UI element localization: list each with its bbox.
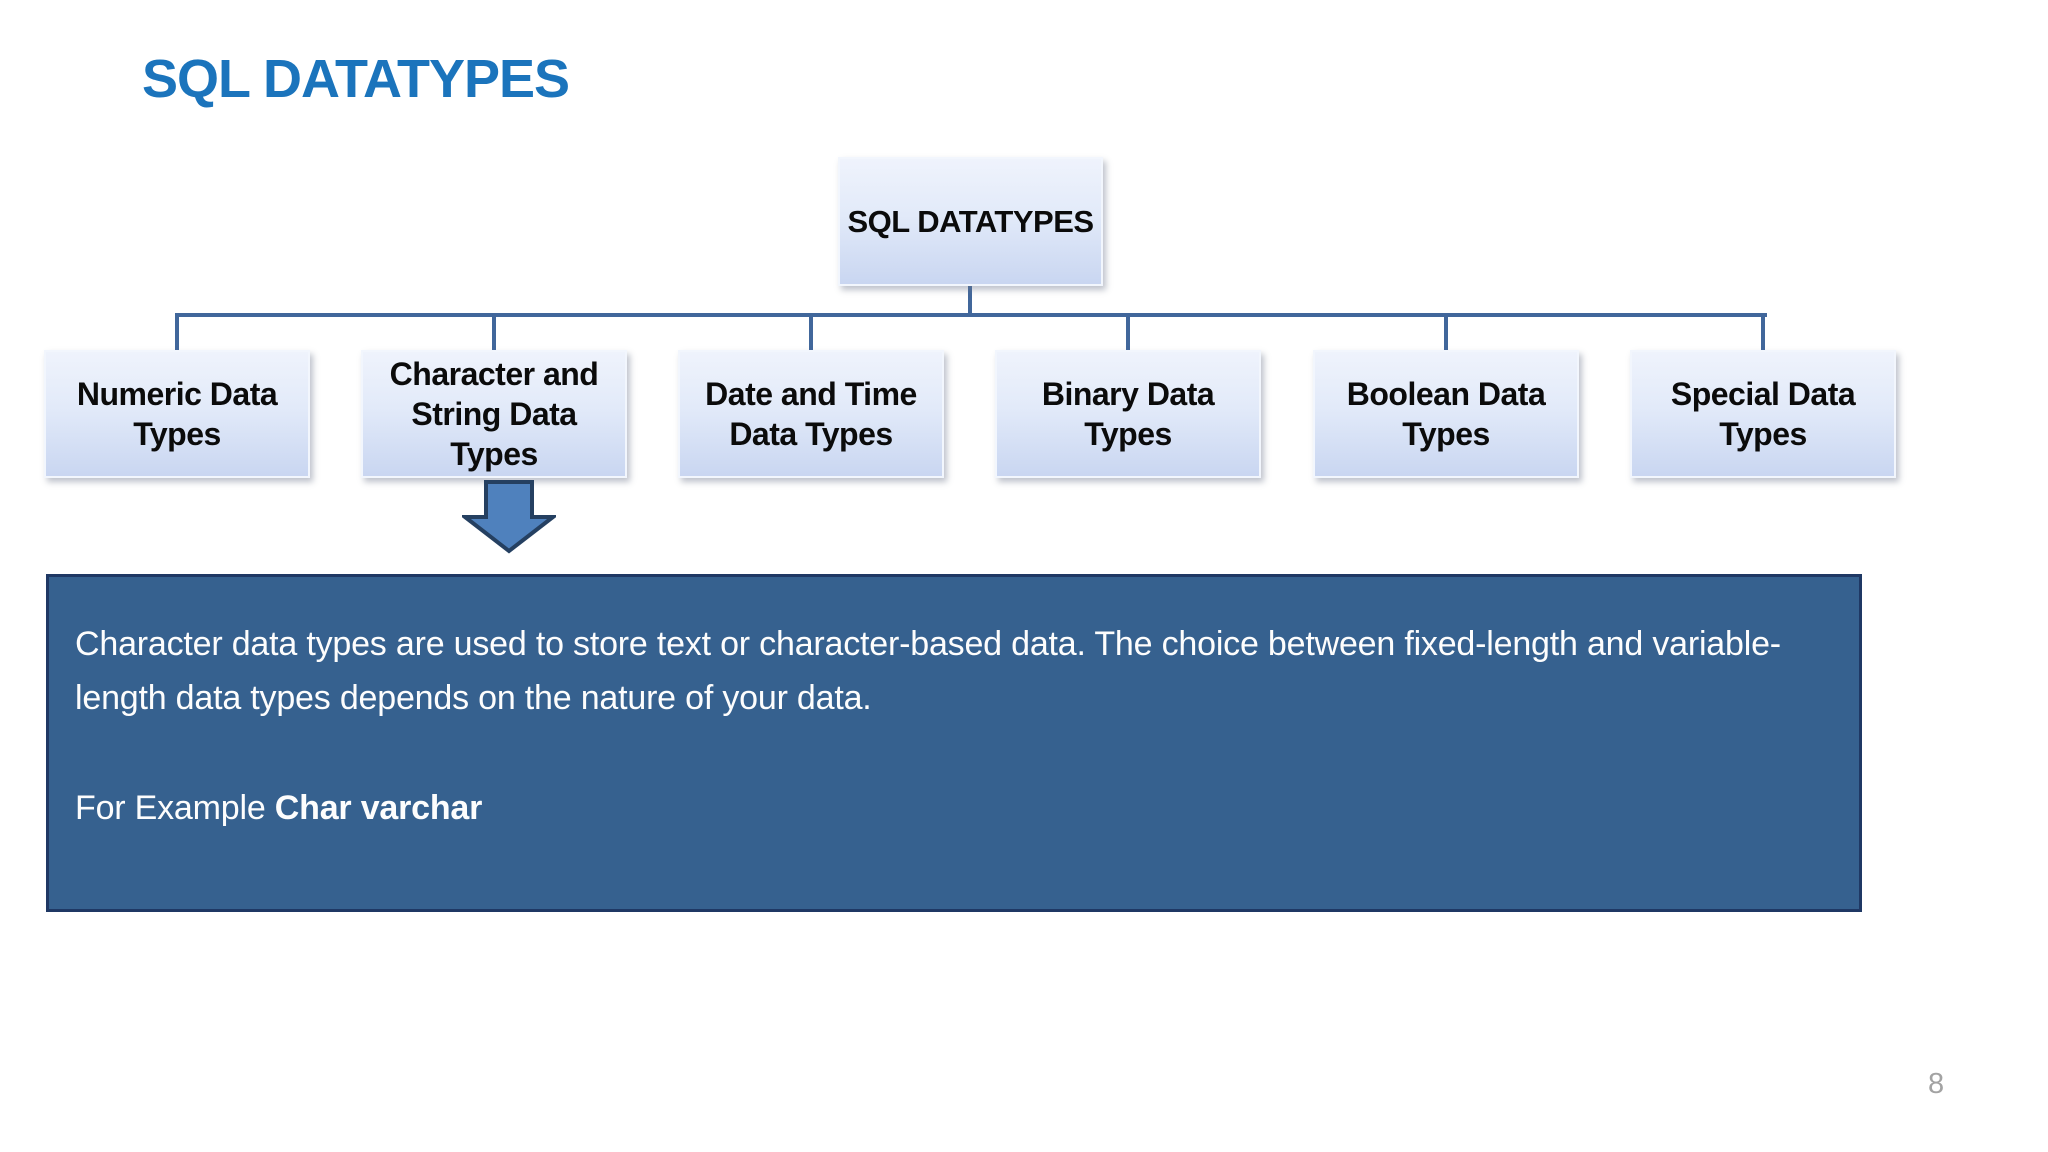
down-arrow-icon	[462, 480, 556, 554]
node-label: Character and String Data Types	[389, 356, 599, 472]
callout-example-bold: Char varchar	[274, 789, 483, 827]
connector-trunk	[968, 286, 972, 316]
node-label: Special Data Types	[1670, 376, 1856, 452]
root-node-label: SQL DATATYPES	[847, 203, 1094, 239]
connector-drop	[1126, 313, 1130, 352]
node-binary-data-types: Binary Data Types	[995, 350, 1261, 478]
connector-rail	[175, 313, 1767, 317]
node-special-data-types: Special Data Types	[1630, 350, 1896, 478]
callout-example-prefix: For Example	[75, 789, 275, 827]
node-numeric-data-types: Numeric Data Types	[44, 350, 310, 478]
connector-drop	[1444, 313, 1448, 352]
page-number: 8	[1928, 1068, 1945, 1100]
node-character-string-data-types: Character and String Data Types	[361, 350, 627, 478]
callout-paragraph: Character data types are used to store t…	[75, 625, 1781, 717]
slide-title: SQL DATATYPES	[142, 49, 570, 109]
node-label: Numeric Data Types	[76, 376, 278, 452]
root-node-sql-datatypes: SQL DATATYPES	[838, 157, 1103, 286]
connector-drop	[492, 313, 496, 352]
callout-example-line: For Example Char varchar	[75, 781, 1833, 835]
callout-panel: Character data types are used to store t…	[46, 574, 1862, 912]
node-label: Boolean Data Types	[1346, 376, 1546, 452]
connector-drop	[1761, 313, 1765, 352]
connector-drop	[175, 313, 179, 352]
node-boolean-data-types: Boolean Data Types	[1313, 350, 1579, 478]
node-label: Date and Time Data Types	[705, 376, 917, 452]
node-date-time-data-types: Date and Time Data Types	[678, 350, 944, 478]
connector-drop	[809, 313, 813, 352]
node-label: Binary Data Types	[1041, 376, 1215, 452]
